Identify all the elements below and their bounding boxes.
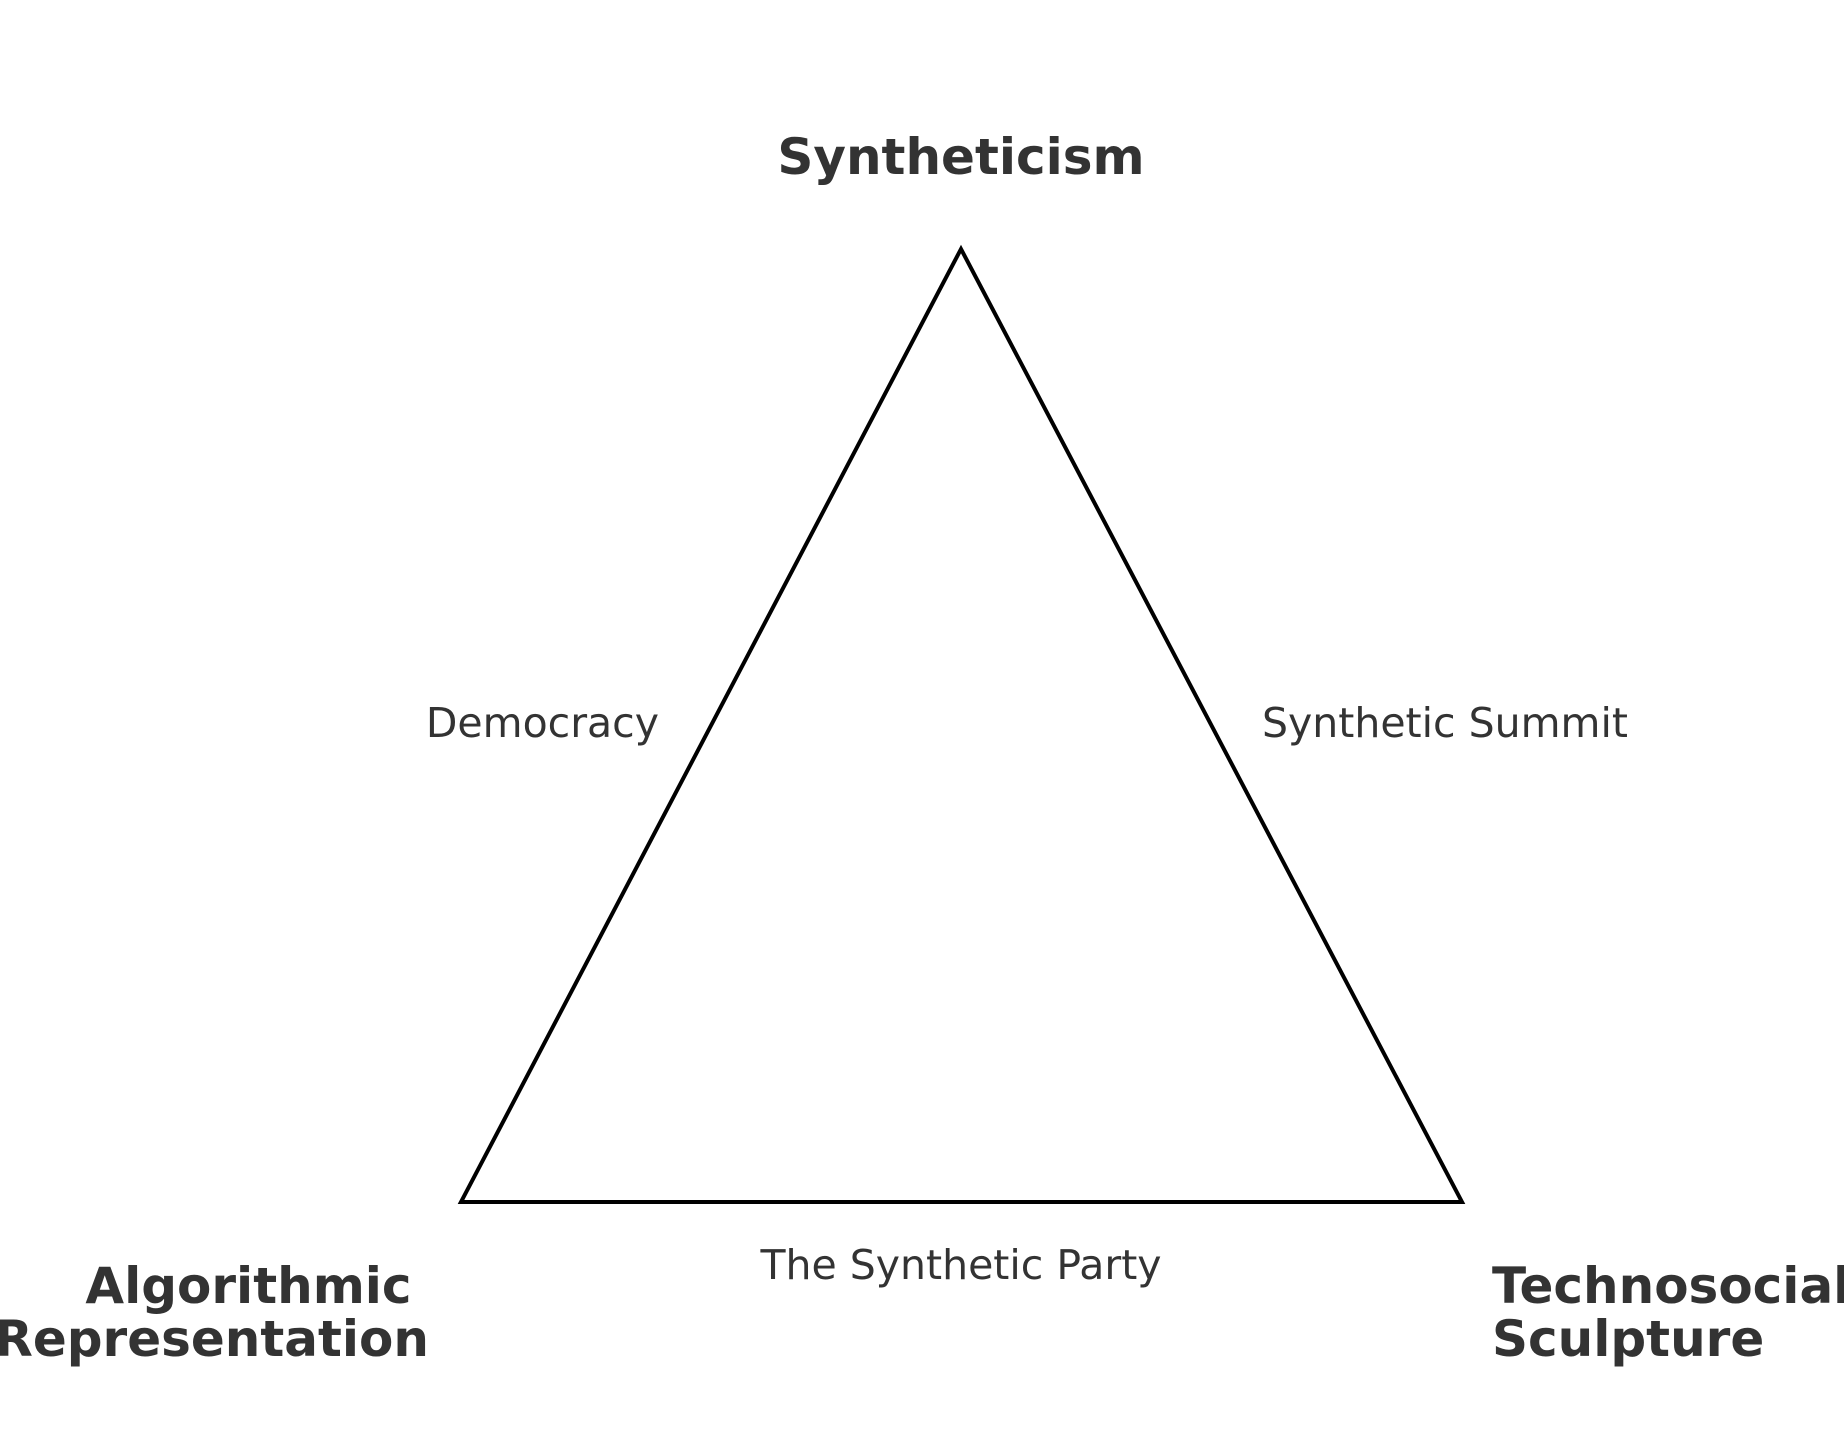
vertex-label-bottom-right-line2: Sculpture (1492, 1310, 1764, 1368)
vertex-label-top: Syntheticism (777, 128, 1144, 186)
vertex-label-bottom-left-line2: Representation (0, 1310, 429, 1368)
vertex-label-bottom-right-line1: Technosocial (1492, 1257, 1844, 1315)
vertex-label-bottom-left: Algorithmic Representation (0, 1257, 429, 1368)
vertex-label-bottom-left-line1: Algorithmic (85, 1257, 411, 1315)
edge-label-right: Synthetic Summit (1262, 699, 1628, 747)
vertex-label-bottom-right: Technosocial Sculpture (1492, 1257, 1844, 1368)
edge-label-bottom: The Synthetic Party (759, 1241, 1161, 1289)
edge-label-left: Democracy (426, 699, 659, 747)
triangle-outline (457, 244, 1466, 1204)
